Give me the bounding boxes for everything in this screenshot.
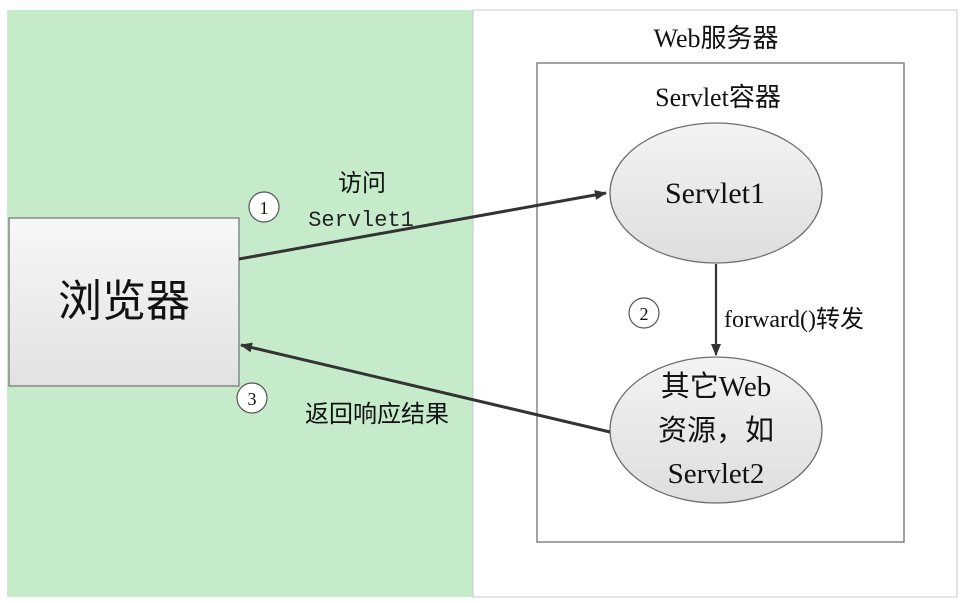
step-1-label-line1: 访问 (338, 170, 386, 197)
step-2-marker (628, 297, 660, 329)
step-1-marker (248, 191, 280, 223)
response-arrow (240, 342, 611, 434)
browser-node (8, 217, 240, 387)
step-2-label: forward()转发 (724, 306, 864, 333)
servlet-container-label: Servlet容器 (655, 83, 781, 112)
other-web-resource-line2: 资源，如 (658, 414, 774, 447)
step-2-number: 2 (640, 304, 649, 324)
web-server-label: Web服务器 (654, 24, 779, 53)
step-1-label-line2: Servlet1 (308, 208, 414, 233)
servlet1-node (609, 122, 823, 264)
other-web-resource-line1: 其它Web (661, 370, 771, 403)
other-web-resource-line3: Servlet2 (668, 458, 765, 490)
step-3-marker (236, 382, 268, 414)
browser-label: 浏览器 (58, 277, 190, 326)
request-arrow (238, 190, 607, 261)
servlet1-label: Servlet1 (665, 177, 765, 210)
step-3-label: 返回响应结果 (305, 401, 449, 428)
other-web-resource-node (609, 356, 823, 504)
step-3-number: 3 (248, 389, 257, 409)
step-1-number: 1 (260, 198, 269, 218)
